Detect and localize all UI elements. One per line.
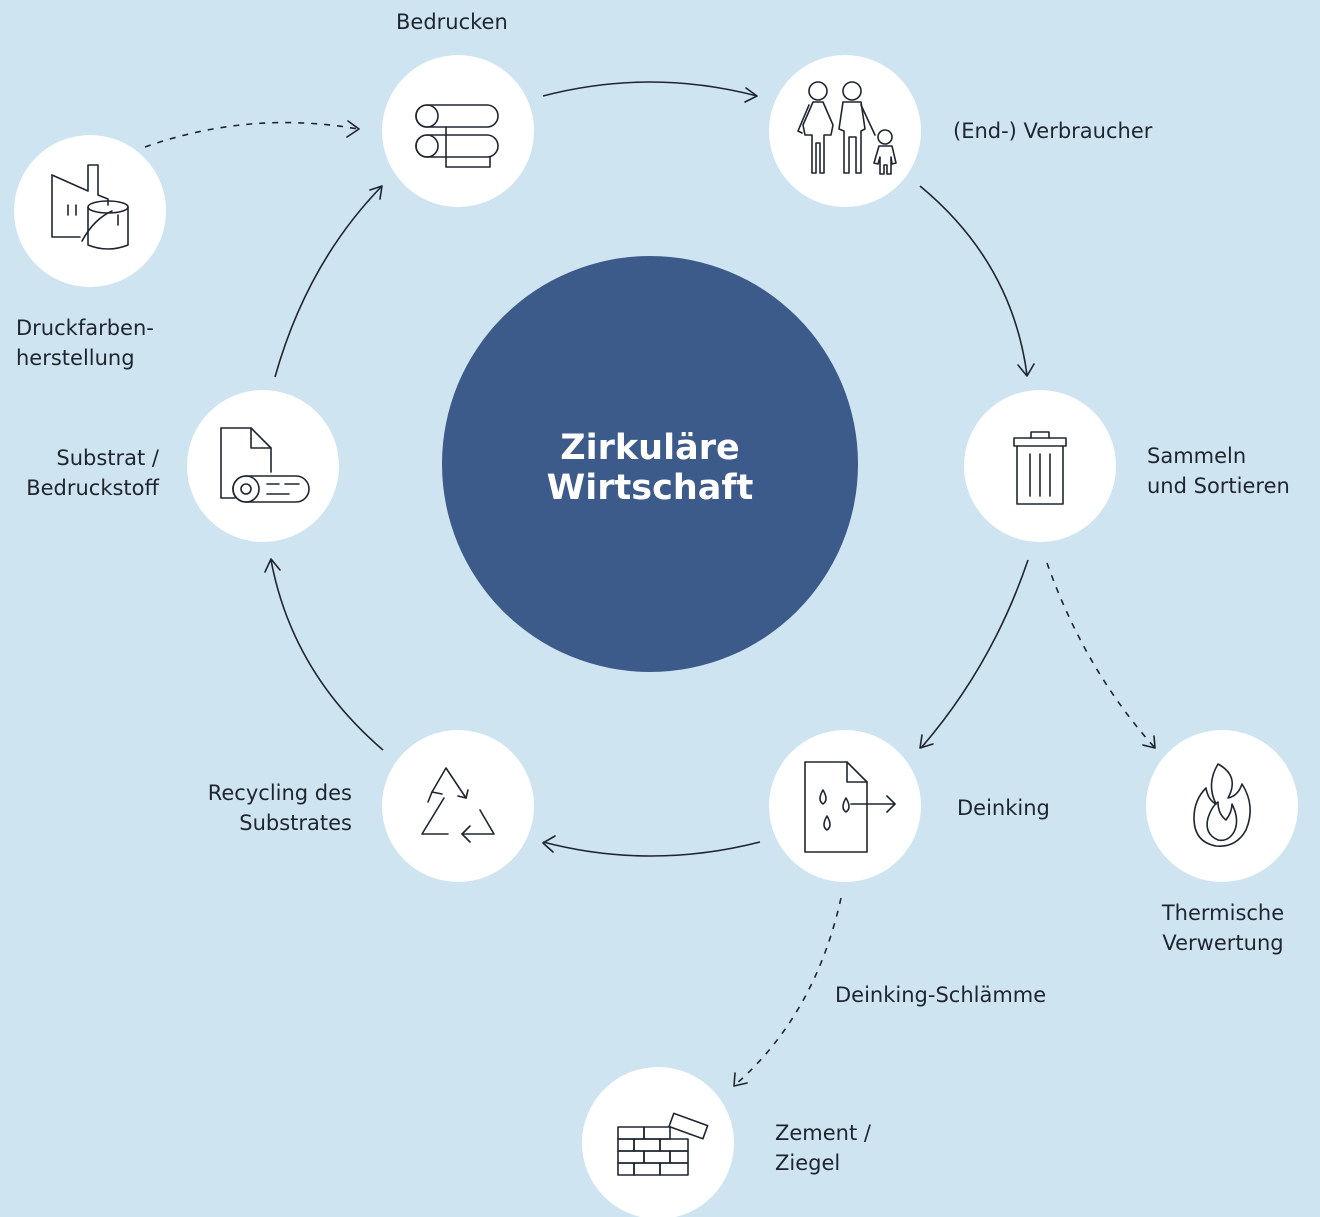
node-verbraucher	[769, 55, 921, 207]
deinking-document-icon	[804, 761, 896, 853]
label-sammeln: Sammeln und Sortieren	[1147, 441, 1290, 501]
arrow-sammeln-to-thermische	[1046, 562, 1156, 749]
label-recycling: Recycling des Substrates	[208, 778, 352, 838]
label-verbraucher: (End-) Verbraucher	[953, 119, 1153, 143]
label-druckfarben: Druckfarben- herstellung	[16, 313, 154, 373]
label-recycling-line2: Substrates	[239, 811, 352, 835]
arrow-head	[264, 558, 281, 573]
label-sammeln-line2: und Sortieren	[1147, 474, 1290, 498]
arrow-head	[346, 120, 360, 138]
arrow-substrat-to-bedrucken	[274, 185, 383, 378]
label-thermische-line2: Verwertung	[1162, 931, 1284, 955]
label-zement-line2: Ziegel	[775, 1151, 841, 1175]
center-title-line1: Zirkuläre	[560, 428, 740, 468]
arrow-head	[919, 734, 934, 749]
label-druckfarben-line1: Druckfarben-	[16, 316, 154, 340]
label-druckfarben-line2: herstellung	[16, 346, 135, 370]
label-substrat: Substrat / Bedruckstoff	[26, 443, 159, 503]
label-thermische-line1: Thermische	[1161, 901, 1285, 925]
node-zement	[582, 1067, 734, 1217]
arrow-verbraucher-to-sammeln	[919, 185, 1028, 376]
ink-factory-icon	[51, 164, 129, 250]
node-recycling	[382, 730, 534, 882]
node-bedrucken	[382, 55, 534, 207]
label-zement: Zement / Ziegel	[775, 1118, 871, 1178]
arrow-head	[744, 87, 758, 103]
label-bedrucken: Bedrucken	[396, 10, 508, 34]
arrow-recycling-to-substrat	[270, 559, 384, 751]
paper-roll-icon	[220, 427, 310, 503]
arrow-deinking-to-zement	[734, 897, 842, 1086]
center-title: Zirkuläre Wirtschaft	[500, 428, 800, 508]
label-deinking-schlaemme: Deinking-Schlämme	[835, 983, 1047, 1007]
arrow-head	[1017, 363, 1035, 377]
label-zement-line1: Zement /	[775, 1121, 871, 1145]
flame-icon	[1193, 763, 1251, 847]
arrow-head	[1142, 735, 1156, 749]
arrow-head	[369, 185, 383, 200]
arrow-head	[542, 835, 556, 853]
node-deinking	[769, 730, 921, 882]
arrow-head	[733, 1072, 748, 1087]
trash-bin-icon	[1013, 431, 1067, 505]
connectors	[144, 81, 1156, 1087]
recycle-icon	[421, 767, 495, 843]
label-substrat-line2: Bedruckstoff	[26, 476, 159, 500]
printing-rollers-icon	[415, 104, 499, 168]
label-thermische: Thermische Verwertung	[1142, 898, 1304, 958]
arrow-bedrucken-to-verbraucher	[542, 81, 758, 97]
arrow-sammeln-to-deinking	[920, 559, 1029, 749]
label-substrat-line1: Substrat /	[56, 446, 159, 470]
node-thermische	[1146, 730, 1298, 882]
center-title-line2: Wirtschaft	[546, 468, 754, 508]
arrow-deinking-to-recycling	[542, 841, 761, 857]
node-druckfarben	[14, 135, 166, 287]
label-deinking: Deinking	[957, 796, 1050, 820]
node-substrat	[187, 390, 339, 542]
label-recycling-line1: Recycling des	[207, 781, 352, 805]
center-circle	[442, 256, 858, 672]
arrow-druckfarben-to-bedrucken	[144, 121, 359, 148]
label-sammeln-line1: Sammeln	[1147, 444, 1247, 468]
family-icon	[797, 81, 897, 175]
bricks-icon	[617, 1112, 709, 1176]
